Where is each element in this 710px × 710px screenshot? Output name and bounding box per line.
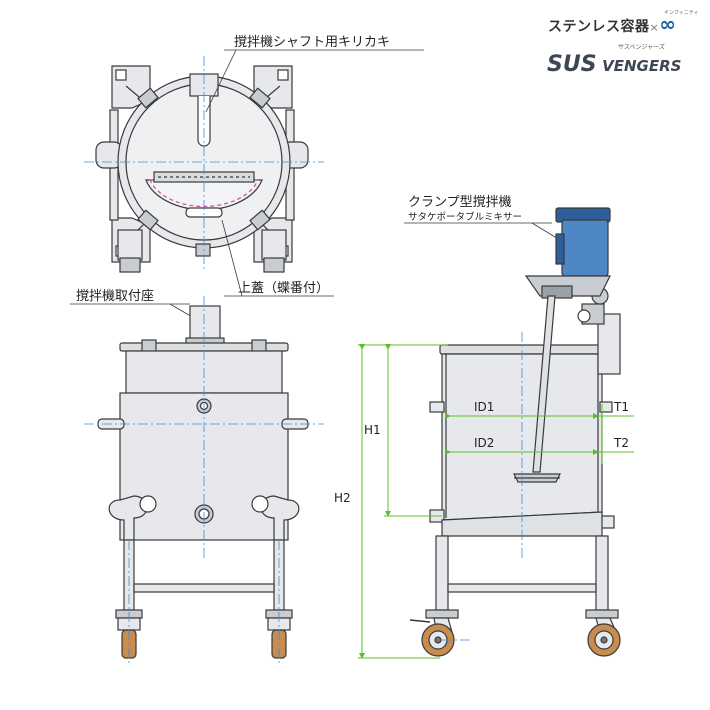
label-shaft-notch: 撹拌機シャフト用キリカキ [234, 35, 390, 50]
side-leg-right [595, 535, 609, 611]
side-view [409, 207, 621, 657]
shaft-notch [197, 96, 211, 147]
dimension-lines [358, 344, 634, 659]
label-mixer-title: クランプ型撹拌機 [408, 195, 512, 210]
top-outlet [195, 243, 211, 257]
top-view [95, 65, 309, 273]
dim-t2: T2 [613, 436, 629, 450]
brand-name-jp: ステンレス容器 [548, 19, 650, 35]
side-handle-right [599, 401, 613, 413]
label-lid: 上蓋（蝶番付） [238, 281, 329, 296]
brand-line1: ステンレス容器×∞ [548, 14, 676, 36]
lid-hidden-edge [149, 179, 259, 208]
side-caster-left [409, 609, 459, 657]
label-mixer-sub: サタケポータブルミキサー [408, 211, 522, 223]
side-handle-left [429, 401, 445, 413]
brand-times: × [649, 21, 660, 34]
brand-logo-vengers: VENGERS [602, 57, 682, 75]
clamp-bracket [597, 313, 621, 375]
dim-h2: H2 [334, 491, 351, 505]
front-centerlines [84, 296, 324, 666]
brand-ruby-infinity: インフィニティ [664, 10, 699, 16]
label-mount-seat: 撹拌機取付座 [76, 289, 154, 304]
brand-logo-sus: SUS [547, 52, 597, 77]
dim-h1: H1 [364, 423, 381, 437]
front-view [97, 305, 309, 659]
cross-bar [133, 583, 275, 593]
dim-id1: ID1 [474, 400, 494, 414]
infinity-icon: ∞ [659, 12, 677, 36]
brand-ruby-sus: サスベンジャーズ [618, 44, 665, 51]
side-caster-right [585, 609, 621, 657]
side-leg-left [435, 535, 449, 611]
dim-id2: ID2 [474, 436, 494, 450]
brand-logo: SUS VENGERS [547, 52, 681, 77]
mixer-mount-seat [189, 305, 221, 341]
dim-t1: T1 [613, 400, 629, 414]
mixer-motor [561, 219, 609, 277]
side-centerlines [442, 332, 523, 641]
top-centerlines [84, 56, 324, 272]
